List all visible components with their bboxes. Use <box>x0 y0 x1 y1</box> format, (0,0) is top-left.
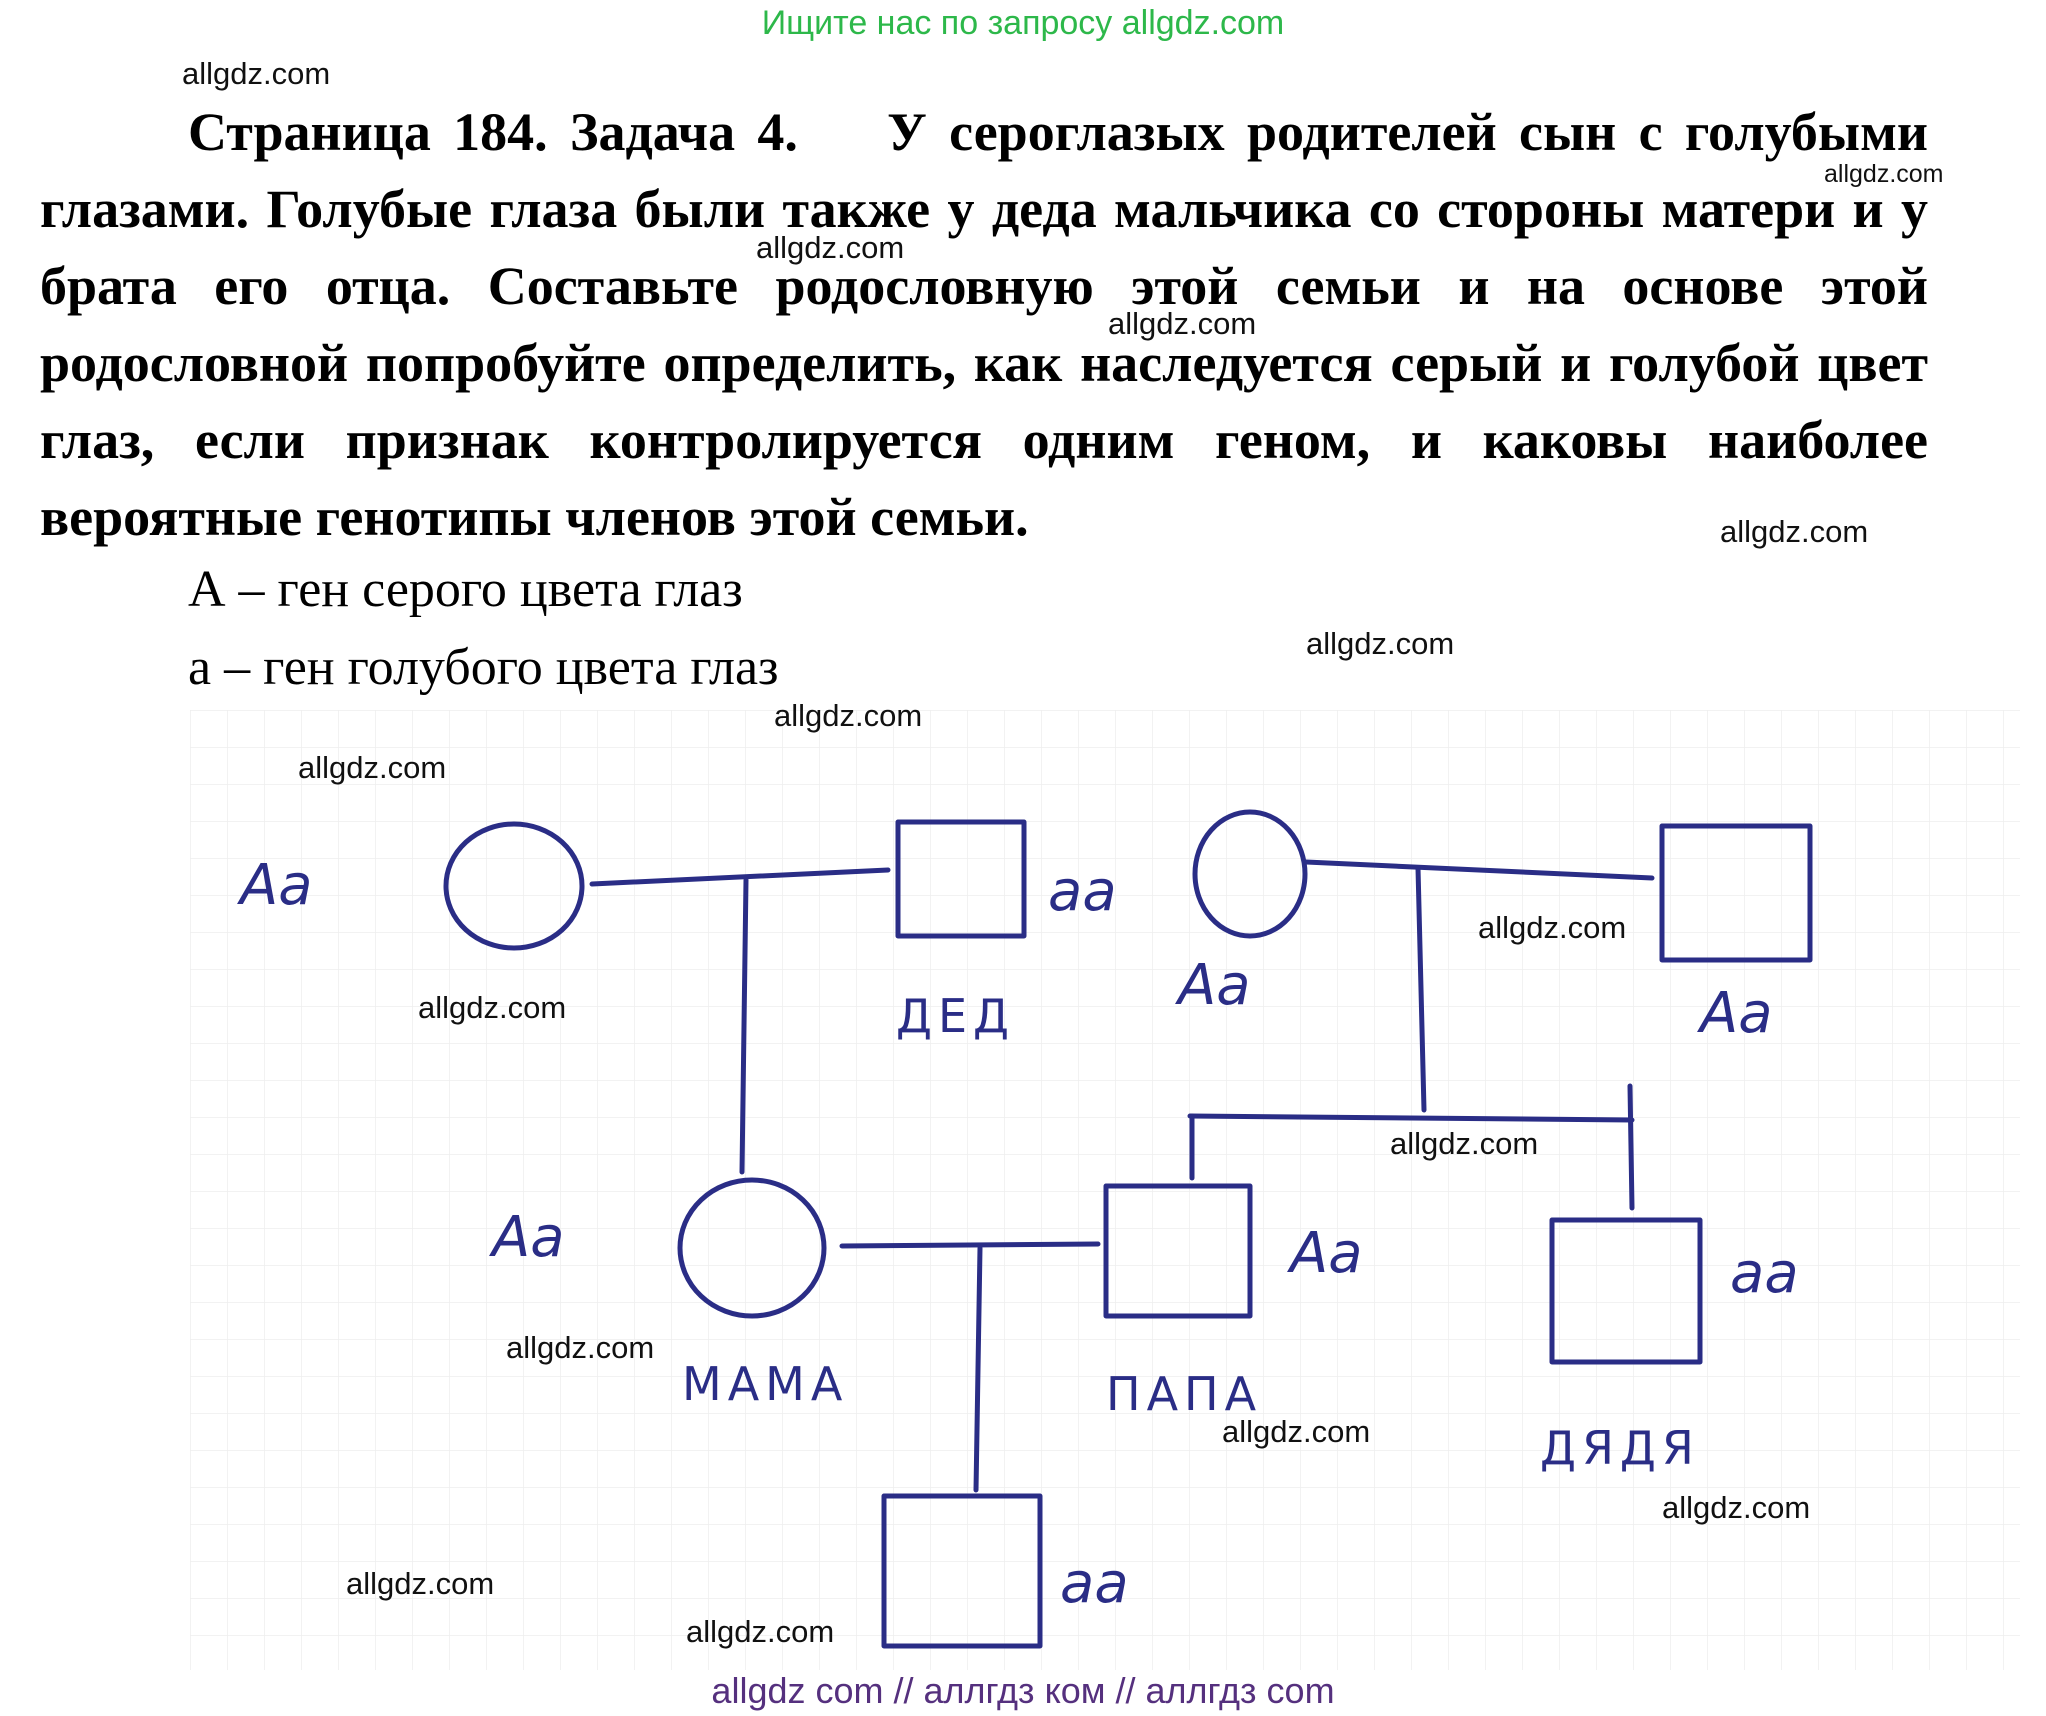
sibship-line <box>1187 1113 1635 1123</box>
watermark: allgdz.com <box>1662 1490 1811 1525</box>
watermark: allgdz.com <box>506 1330 655 1365</box>
watermark: allgdz.com <box>298 750 447 785</box>
father-label: ПАПА <box>1106 1367 1262 1421</box>
mother-label: МАМА <box>682 1357 848 1411</box>
watermark: allgdz.com <box>1390 1126 1539 1161</box>
son-symbol <box>881 1493 1043 1649</box>
watermark: allgdz.com <box>1824 160 1944 188</box>
grandfather-maternal-label: ДЕД <box>896 989 1015 1043</box>
uncle-label: ДЯДЯ <box>1540 1421 1700 1475</box>
top-banner[interactable]: Ищите нас по запросу allgdz.com <box>761 4 1285 42</box>
footer-links[interactable]: allgdz com // аллгдз ком // аллгдз com <box>711 1670 1335 1711</box>
watermark: allgdz.com <box>774 698 923 733</box>
task-statement: Страница 184. Задача 4. У сероглазых род… <box>40 94 1928 556</box>
grandfather-maternal-symbol <box>895 819 1027 939</box>
watermark: allgdz.com <box>1222 1414 1371 1449</box>
mother-symbol <box>677 1177 827 1319</box>
legend-dominant: А – ген серого цвета глаз <box>188 561 743 618</box>
marriage-line-parents <box>839 1241 1101 1249</box>
marriage-line-maternal-grandparents <box>589 867 891 887</box>
descent-line-son <box>973 1245 983 1493</box>
grandfather-paternal-genotype: Aa <box>1697 981 1773 1046</box>
grandfather-paternal-symbol <box>1659 823 1813 963</box>
watermark: allgdz.com <box>686 1614 835 1649</box>
task-heading: Страница 184. Задача 4. <box>188 102 798 162</box>
father-genotype: Aa <box>1287 1221 1363 1286</box>
mother-genotype: Aa <box>489 1205 565 1270</box>
watermark: allgdz.com <box>1478 910 1627 945</box>
uncle-symbol <box>1549 1217 1703 1365</box>
watermark: allgdz.com <box>1108 306 1257 341</box>
legend-recessive: а – ген голубого цвета глаз <box>188 639 779 696</box>
uncle-genotype: aa <box>1730 1241 1799 1306</box>
father-symbol <box>1103 1183 1253 1319</box>
descent-line-uncle <box>1627 1083 1635 1211</box>
grandfather-maternal-genotype: aa <box>1048 859 1117 924</box>
descent-line-paternal <box>1415 865 1427 1113</box>
marriage-line-paternal-grandparents <box>1303 859 1655 881</box>
descent-line-mother <box>739 877 749 1175</box>
watermark: allgdz.com <box>346 1566 495 1601</box>
watermark: allgdz.com <box>182 56 331 91</box>
watermark: allgdz.com <box>756 230 905 265</box>
watermark: allgdz.com <box>1720 514 1869 549</box>
son-genotype: aa <box>1060 1551 1129 1616</box>
watermark: allgdz.com <box>1306 626 1455 661</box>
grandmother-maternal-symbol <box>443 821 585 951</box>
watermark: allgdz.com <box>418 990 567 1025</box>
task-text: У сероглазых родителей сын с голубыми гл… <box>40 102 1928 547</box>
grandmother-paternal-genotype: Aa <box>1175 953 1251 1018</box>
grandmother-maternal-genotype: Aa <box>237 853 313 918</box>
grandmother-paternal-symbol <box>1192 809 1308 939</box>
